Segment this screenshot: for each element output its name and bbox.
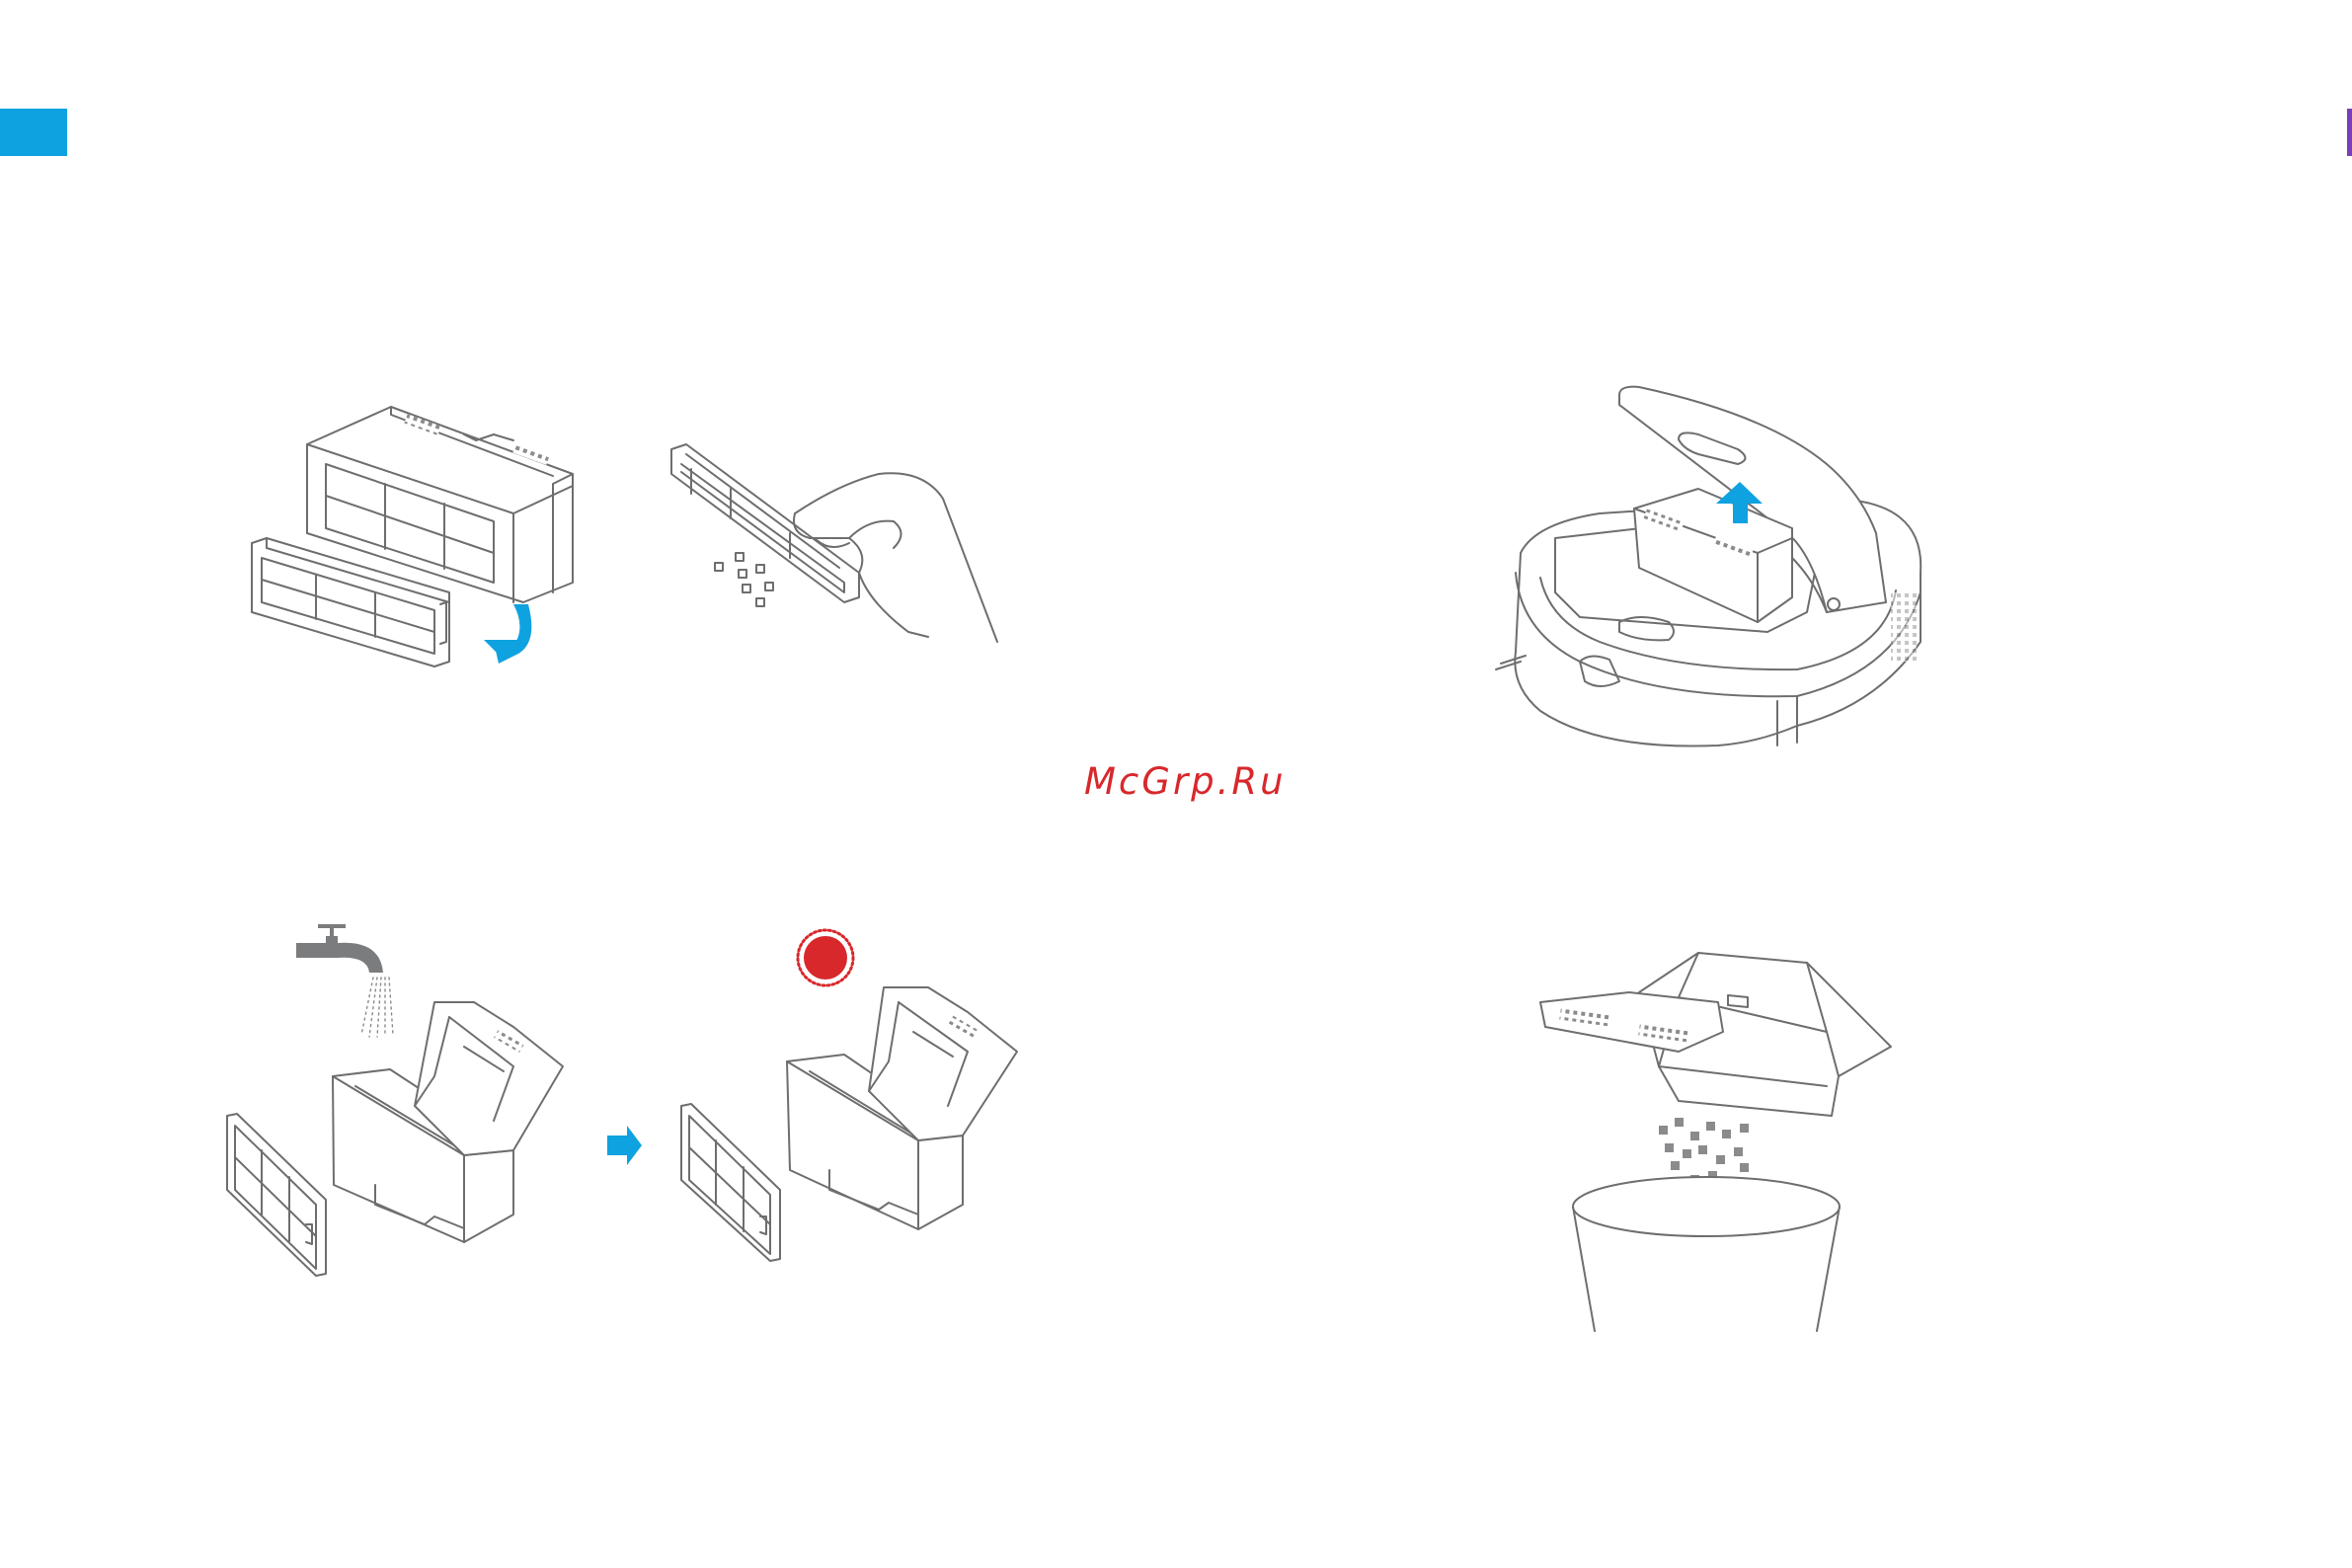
faucet-icon xyxy=(296,924,383,973)
empty-dustbin-illustration xyxy=(1540,953,1891,1331)
tap-dust-off-filter-illustration xyxy=(671,444,997,642)
trash-can-icon xyxy=(1573,1177,1840,1331)
filter-frame xyxy=(681,1104,780,1261)
next-step-arrow-icon xyxy=(607,1126,642,1165)
water-spray-icon xyxy=(361,978,393,1037)
dust-particles-icon xyxy=(715,553,773,606)
down-arrow-icon xyxy=(484,604,531,664)
filter-frame xyxy=(227,1114,326,1276)
sun-dry-dustbin-illustration xyxy=(681,930,1017,1261)
filter-removal-illustration xyxy=(252,407,573,666)
rinse-dustbin-illustration xyxy=(227,924,563,1276)
robot-remove-dustbin-illustration xyxy=(1496,387,1921,746)
watermark: McGrp.Ru xyxy=(1084,760,1287,803)
sun-icon xyxy=(798,930,853,985)
